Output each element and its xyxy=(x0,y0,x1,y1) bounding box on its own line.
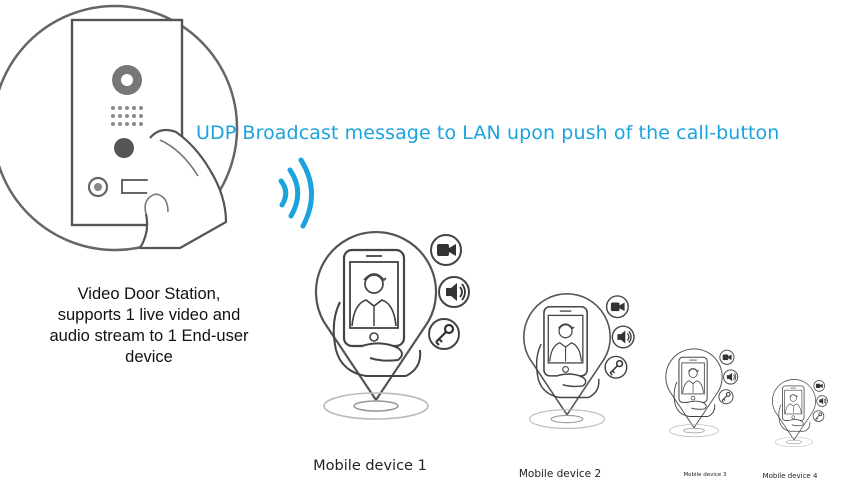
description-line: supports 1 live video and xyxy=(57,306,241,324)
aux-button-icon xyxy=(87,176,109,198)
video-camera-icon xyxy=(722,354,732,361)
mobile-device-4-pin xyxy=(772,379,828,448)
mobile-device-1-pin xyxy=(314,230,471,421)
call-button-icon xyxy=(114,138,134,158)
broadcast-headline: UDP Broadcast message to LAN upon push o… xyxy=(196,122,780,144)
description-line: audio stream to 1 End-user xyxy=(49,327,249,345)
mobile-device-2-pin xyxy=(523,293,635,430)
wireless-signal-icon xyxy=(278,157,314,229)
mobile-device-3-pin xyxy=(665,348,739,438)
video-camera-icon xyxy=(437,244,456,256)
description-line: device xyxy=(125,348,173,366)
mobile-device-2-label: Mobile device 2 xyxy=(518,468,602,480)
video-camera-icon xyxy=(815,383,823,389)
video-camera-icon xyxy=(610,302,625,312)
pressing-hand-icon xyxy=(138,128,228,250)
mobile-device-4-label: Mobile device 4 xyxy=(762,472,818,480)
mobile-device-1-label: Mobile device 1 xyxy=(313,458,427,474)
description-line: Video Door Station, xyxy=(77,285,221,303)
door-station-illustration xyxy=(0,4,239,252)
camera-lens-icon xyxy=(112,65,142,95)
door-station-description: Video Door Station, supports 1 live vide… xyxy=(20,284,278,368)
mobile-device-3-label: Mobile device 3 xyxy=(683,472,727,478)
speaker-grille-icon xyxy=(111,106,143,126)
